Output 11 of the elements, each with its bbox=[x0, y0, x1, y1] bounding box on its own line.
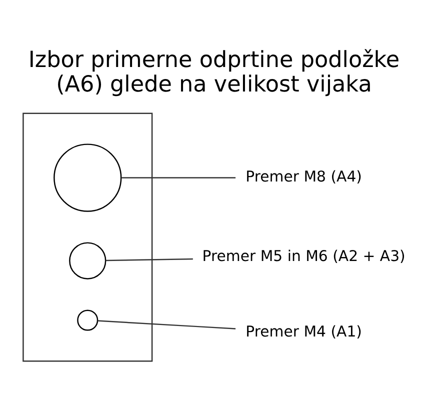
diagram-title: Izbor primerne odprtine podložke (A6) glede na velikost vijaka bbox=[28, 46, 400, 98]
connector bbox=[98, 320, 236, 330]
node-circle bbox=[77, 310, 98, 331]
connector bbox=[106, 258, 193, 262]
connector bbox=[122, 177, 236, 178]
node-circle bbox=[54, 144, 122, 212]
cluster bbox=[22, 112, 153, 362]
node-circle bbox=[69, 242, 106, 280]
node-text: Premer M8 (A4) bbox=[246, 168, 362, 186]
node-text: Premer M4 (A1) bbox=[246, 322, 362, 340]
node-text: Premer M5 in M6 (A2 + A3) bbox=[202, 246, 406, 265]
